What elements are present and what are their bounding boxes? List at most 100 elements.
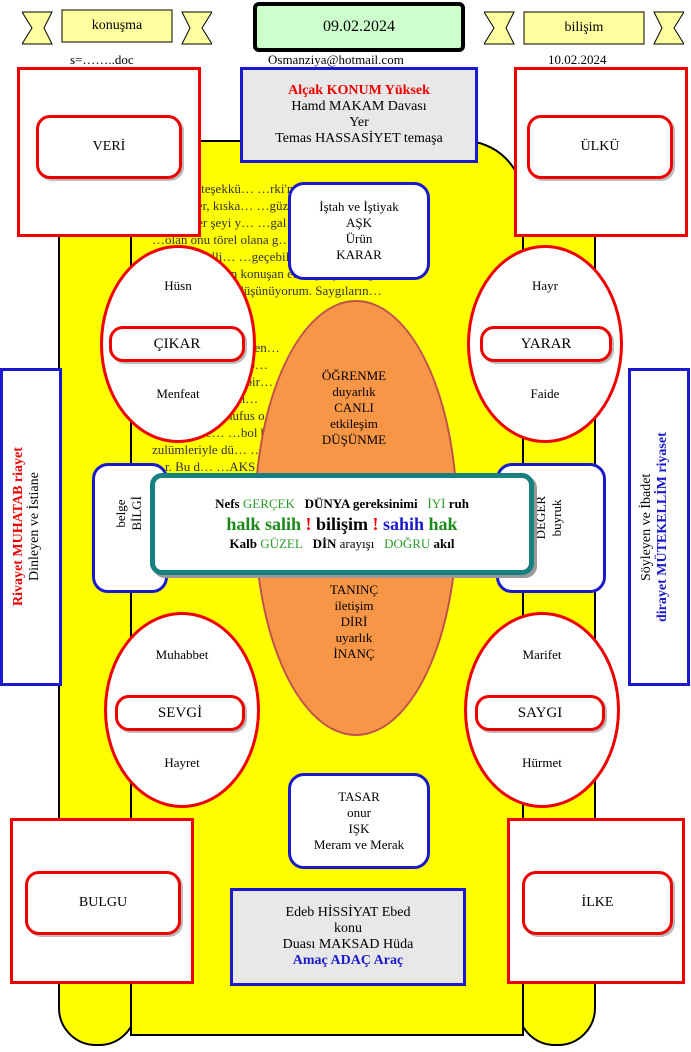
deger-buyruk-text: DEĞER buyruk [533, 496, 565, 539]
sahih: sahih [383, 514, 425, 534]
kalb: Kalb [229, 536, 257, 551]
inanc: İNANÇ [333, 646, 375, 661]
bottom-mid-box: TASAR onur IŞK Meram ve Merak [288, 773, 430, 869]
center-oval-top-text: ÖĞRENME duyarlık CANLI etkileşim DÜŞÜNME [254, 368, 454, 448]
edeb-line: Edeb HİSSİYAT Ebed [285, 905, 411, 920]
sevgi-label: SEVGİ [115, 695, 245, 731]
bilisim-main: bilişim [315, 514, 368, 534]
amac-line: Amaç ADAÇ Araç [292, 953, 404, 968]
dirayet-text: dirayet MÜTEKELLİM riyaset [655, 432, 670, 622]
ruh: ruh [448, 496, 469, 511]
diri: DİRİ [340, 614, 368, 629]
right-ribbon-shape [484, 11, 684, 45]
makam-line: Hamd MAKAM Davası [291, 99, 427, 114]
dogru: DOĞRU [384, 536, 431, 551]
nefs: Nefs [215, 496, 240, 511]
marifet-label: Marifet [522, 647, 562, 662]
saygi-label: SAYGI [475, 695, 605, 731]
oval-top-right: Hayr YARAR Faide [467, 245, 623, 443]
urun-line: Ürün [345, 231, 373, 246]
duyarlik: duyarlık [332, 384, 376, 399]
menfeat-label: Menfeat [156, 386, 200, 401]
bulgu-label: BULGU [25, 871, 181, 935]
banner-row-1: Nefs GERÇEK DÜNYA gereksinimi İYİ ruh [215, 496, 469, 512]
exclaim-2: ! [372, 514, 379, 534]
ulku-label: ÜLKÜ [527, 115, 673, 179]
dinleyen-text: Dinleyen ve İstiane [27, 472, 42, 582]
left-ribbon-label: konuşma [91, 18, 143, 33]
dusunme: DÜŞÜNME [321, 432, 387, 447]
hassasiyet-line: Temas HASSASİYET temaşa [275, 131, 443, 146]
salih: salih [264, 514, 301, 534]
date-box: 09.02.2024 [253, 2, 465, 52]
background-text-line: …r. Bu d… …AKS… [152, 459, 269, 474]
meram-line: Meram ve Merak [313, 837, 405, 852]
canli: CANLI [334, 400, 374, 415]
halk: halk [226, 514, 261, 534]
dunya: DÜNYA [304, 496, 350, 511]
deger-label: DEĞER [533, 496, 548, 540]
hak: hak [428, 514, 458, 534]
corner-box-bottom-left: BULGU [10, 818, 194, 984]
ilke-label: İLKE [522, 871, 673, 935]
exclaim-1: ! [305, 514, 312, 534]
corner-box-top-left: VERİ [17, 67, 201, 237]
gereksinimi: gereksinimi [352, 496, 418, 511]
top-mid-box: İştah ve İştiyak AŞK Ürün KARAR [288, 182, 430, 280]
buyruk-label: buyruk [549, 499, 564, 537]
hayret-label: Hayret [164, 755, 200, 770]
konum-title: KONUM [326, 83, 382, 98]
corner-box-top-right: ÜLKÜ [514, 67, 688, 237]
left-vertical-box: Rivayet MUHATAB riayet Dinleyen ve İstia… [0, 368, 62, 686]
konum-yuksek: Yüksek [384, 83, 430, 98]
istah-line: İştah ve İştiyak [319, 199, 399, 214]
belge-bilgi-text: belge BİLGİ [113, 496, 145, 531]
isk-line: IŞK [348, 821, 370, 836]
husn-label: Hüsn [164, 278, 192, 293]
file-label: s=……..doc [70, 52, 134, 67]
konu-line: konu [334, 921, 362, 936]
tasar-line: TASAR [338, 789, 380, 804]
hurmet-label: Hürmet [522, 755, 562, 770]
left-vertical-text: Rivayet MUHATAB riayet Dinleyen ve İstia… [11, 387, 43, 667]
right-date-label: 10.02.2024 [548, 52, 607, 67]
iletisim: iletişim [334, 598, 374, 613]
guzel: GÜZEL [260, 536, 303, 551]
din: DİN [312, 536, 337, 551]
yer-line: Yer [349, 115, 369, 130]
banner-row-3: Kalb GÜZEL DİN arayışı DOĞRU akıl [229, 536, 454, 552]
belge-label: belge [113, 499, 128, 528]
duasi-line: Duası MAKSAD Hüda [282, 937, 414, 952]
arayisi: arayışı [339, 536, 375, 551]
gercek: GERÇEK [242, 496, 295, 511]
email-label: Osmanziya@hotmail.com [268, 52, 404, 67]
yarar-label: YARAR [480, 326, 612, 362]
top-center-box: Alçak KONUM Yüksek Hamd MAKAM Davası Yer… [240, 67, 478, 163]
central-banner: Nefs GERÇEK DÜNYA gereksinimi İYİ ruh ha… [150, 473, 534, 575]
taninc: TANINÇ [329, 582, 379, 597]
onur-line: onur [347, 805, 371, 820]
rivayet-text: Rivayet MUHATAB riayet [11, 447, 26, 607]
center-oval-bottom-text: TANINÇ iletişim DİRİ uyarlık İNANÇ [254, 582, 454, 662]
bilgi-label: BİLGİ [129, 496, 144, 531]
muhabbet-label: Muhabbet [155, 647, 209, 662]
oval-bottom-right: Marifet SAYGI Hürmet [464, 612, 620, 808]
left-ribbon-shape [22, 9, 212, 45]
ask-line: AŞK [345, 215, 372, 230]
ogrenme: ÖĞRENME [321, 368, 387, 383]
right-vertical-box: Söyleyen ve İbadet dirayet MÜTEKELLİM ri… [628, 368, 690, 686]
banner-row-2: halk salih ! bilişim ! sahih hak [226, 512, 457, 536]
karar-line: KARAR [336, 247, 382, 262]
hayr-label: Hayr [532, 278, 558, 293]
veri-label: VERİ [36, 115, 182, 179]
iyi: İYİ [427, 496, 446, 511]
oval-bottom-left: Muhabbet SEVGİ Hayret [104, 612, 260, 808]
cikar-label: ÇIKAR [109, 326, 245, 362]
soyleyen-text: Söyleyen ve İbadet [639, 473, 654, 581]
oval-top-left: Hüsn ÇIKAR Menfeat [100, 245, 256, 443]
right-vertical-text: Söyleyen ve İbadet dirayet MÜTEKELLİM ri… [639, 387, 671, 667]
right-ribbon-label: bilişim [564, 20, 604, 35]
bottom-center-box: Edeb HİSSİYAT Ebed konu Duası MAKSAD Hüd… [230, 888, 466, 986]
etkilesim: etkileşim [330, 416, 378, 431]
akil: akıl [433, 536, 455, 551]
